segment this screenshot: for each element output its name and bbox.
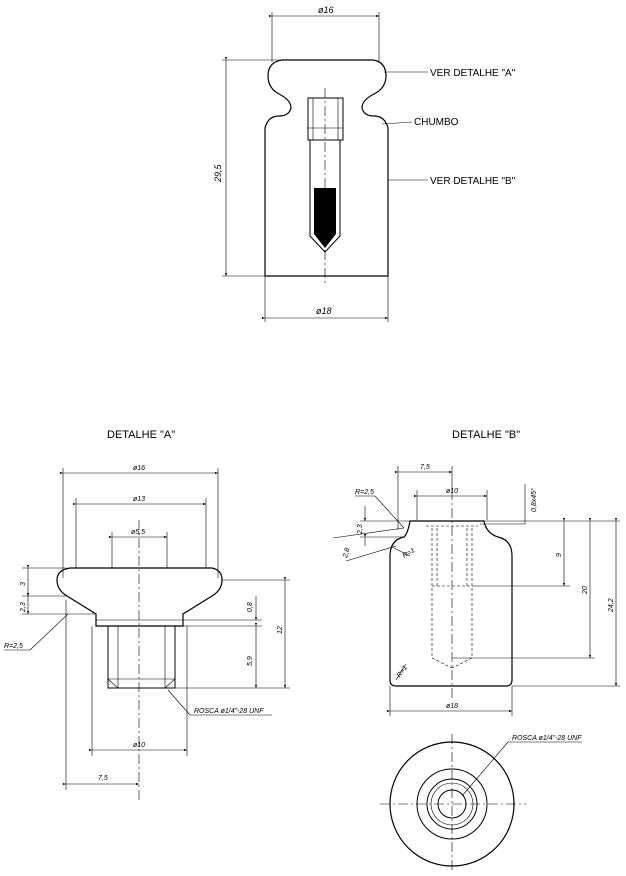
detail-b-dim-h20: 20 — [582, 586, 589, 595]
detail-a-dim-h59: 5,9 — [247, 656, 254, 666]
dim-dia-top: ø16 — [318, 5, 334, 15]
detail-a-dim-h3: 3 — [20, 582, 27, 586]
detail-b-dim-d18: ø18 — [446, 703, 458, 710]
detail-b-body — [389, 520, 513, 687]
detail-b-r1-bottom: R=1 — [396, 664, 409, 679]
detail-a-thread-note: ROSCA ø1/4"-28 UNF — [194, 708, 264, 715]
callout-lead: CHUMBO — [414, 117, 459, 128]
detail-a-view: DETALHE "A" ø16 ø13 ø5,5 3 — [4, 429, 290, 800]
detail-a-radius: R=2,5 — [4, 643, 23, 650]
detail-a-dim-h08: 0,8 — [247, 602, 254, 612]
detail-b-r1-top: R=1 — [402, 547, 417, 560]
detail-b-view: DETALHE "B" 7,5 R=2,5 ø10 0,8x45° — [332, 429, 620, 872]
detail-a-dim-h23: 2,3 — [20, 602, 27, 613]
detail-a-dim-d55: ø5,5 — [131, 529, 145, 536]
thread-bore — [307, 97, 344, 141]
detail-a-dim-h12: 12 — [277, 626, 284, 634]
detail-b-dim-h242: 24,2 — [608, 598, 615, 613]
main-section-view: ø16 29,5 ø18 VER DETALHE "A" CHUMBO VER … — [213, 5, 516, 322]
dim-height: 29,5 — [213, 163, 223, 183]
detail-a-dim-w75: 7,5 — [98, 775, 108, 782]
detail-b-dim-d10: ø10 — [446, 488, 458, 495]
detail-a-dim-d16: ø16 — [133, 465, 145, 472]
detail-b-dim-h23: 2,3 — [357, 524, 364, 535]
detail-b-thread-note: ROSCA ø1/4"-28 UNF — [512, 735, 582, 742]
detail-a-dim-d13: ø13 — [133, 496, 145, 503]
detail-b-dim-h9: 9 — [556, 553, 563, 557]
callout-detail-a: VER DETALHE "A" — [430, 68, 516, 79]
detail-b-radius: R=2,5 — [355, 489, 374, 496]
detail-a-head — [56, 567, 223, 627]
detail-b-plan-view: ROSCA ø1/4"-28 UNF — [380, 734, 582, 872]
detail-b-title: DETALHE "B" — [452, 429, 520, 441]
detail-b-chamfer: 0,8x45° — [530, 488, 538, 512]
callout-detail-b: VER DETALHE "B" — [430, 176, 516, 187]
detail-a-title: DETALHE "A" — [107, 429, 175, 441]
detail-b-dim-w75: 7,5 — [420, 464, 430, 471]
detail-a-dim-d10: ø10 — [133, 742, 145, 749]
dim-dia-bottom: ø18 — [316, 306, 332, 316]
detail-b-dim-h28: 2,8 — [342, 547, 352, 559]
